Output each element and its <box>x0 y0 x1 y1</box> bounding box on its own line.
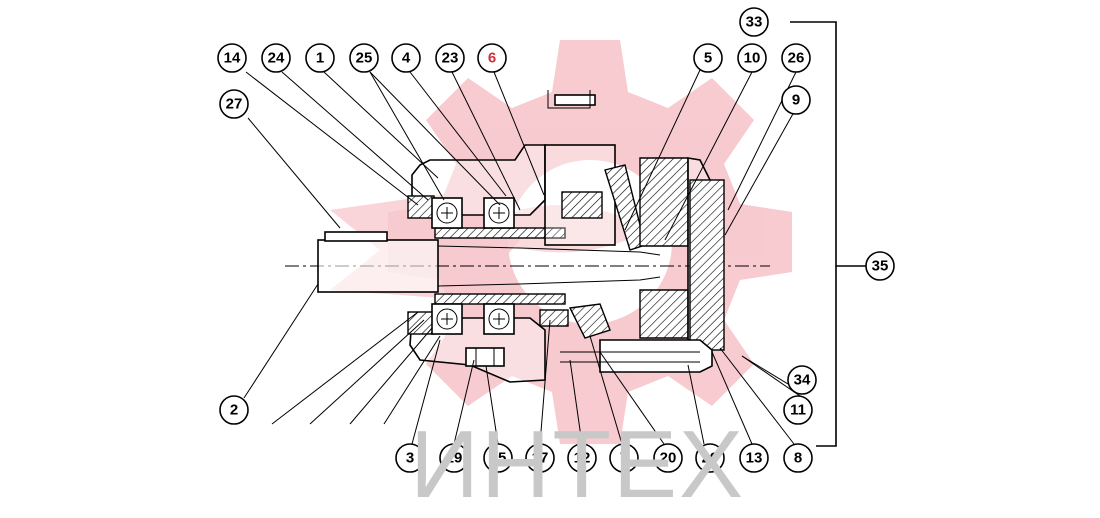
svg-text:26: 26 <box>788 50 805 67</box>
callout-12: 12 <box>567 443 597 473</box>
callout-24: 24 <box>261 43 291 73</box>
svg-text:6: 6 <box>488 50 496 67</box>
svg-text:25: 25 <box>356 50 373 67</box>
drain-plug <box>465 347 505 367</box>
leader-lines <box>243 69 801 445</box>
callout-13: 13 <box>739 443 769 473</box>
svg-text:19: 19 <box>446 450 463 467</box>
drive-shaft <box>317 227 661 305</box>
svg-text:5: 5 <box>704 50 712 67</box>
callout-labels: 33 14 24 1 25 4 23 6 5 10 26 27 9 35 34 … <box>217 7 895 473</box>
svg-text:23: 23 <box>442 50 459 67</box>
svg-text:2: 2 <box>230 402 238 419</box>
svg-text:11: 11 <box>790 402 806 419</box>
svg-text:3: 3 <box>406 450 414 467</box>
svg-text:34: 34 <box>794 372 811 389</box>
svg-text:9: 9 <box>792 92 800 109</box>
svg-text:10: 10 <box>744 50 761 67</box>
callout-10: 10 <box>737 43 767 73</box>
callout-5: 5 <box>693 43 723 73</box>
piston-group <box>539 90 646 339</box>
callout-19: 19 <box>439 443 469 473</box>
svg-text:33: 33 <box>746 14 763 31</box>
callout-33: 33 <box>739 7 769 37</box>
svg-text:8: 8 <box>794 450 802 467</box>
callout-8: 8 <box>783 443 813 473</box>
callout-7: 7 <box>609 443 639 473</box>
svg-text:14: 14 <box>224 50 241 67</box>
callout-9: 9 <box>781 85 811 115</box>
svg-text:24: 24 <box>268 50 285 67</box>
callout-26: 26 <box>781 43 811 73</box>
watermark-text: ИНТЕХ <box>410 411 746 518</box>
callout-14: 14 <box>217 43 247 73</box>
callout-1: 1 <box>305 43 335 73</box>
svg-text:29: 29 <box>702 450 719 467</box>
svg-text:7: 7 <box>620 450 628 467</box>
cylinder-block <box>560 157 725 373</box>
callout-25: 25 <box>349 43 379 73</box>
svg-text:17: 17 <box>532 450 549 467</box>
callout-11: 11 <box>783 395 813 425</box>
callout-6: 6 <box>477 43 507 73</box>
svg-text:20: 20 <box>660 450 677 467</box>
svg-text:1: 1 <box>316 50 324 67</box>
bearings <box>431 197 515 335</box>
callout-27: 27 <box>219 89 249 119</box>
callout-20: 20 <box>653 443 683 473</box>
callout-35: 35 <box>865 251 895 281</box>
callout-4: 4 <box>391 43 421 73</box>
assembly-bracket <box>790 21 866 447</box>
svg-text:12: 12 <box>574 450 591 467</box>
svg-text:27: 27 <box>226 96 243 113</box>
callout-2: 2 <box>219 395 249 425</box>
svg-text:35: 35 <box>872 258 889 275</box>
callout-23: 23 <box>435 43 465 73</box>
svg-text:13: 13 <box>746 450 763 467</box>
callout-3: 3 <box>395 443 425 473</box>
svg-text:15: 15 <box>490 450 507 467</box>
callout-34: 34 <box>787 365 817 395</box>
callout-15: 15 <box>483 443 513 473</box>
svg-text:4: 4 <box>402 50 411 67</box>
callout-17: 17 <box>525 443 555 473</box>
callout-29: 29 <box>695 443 725 473</box>
